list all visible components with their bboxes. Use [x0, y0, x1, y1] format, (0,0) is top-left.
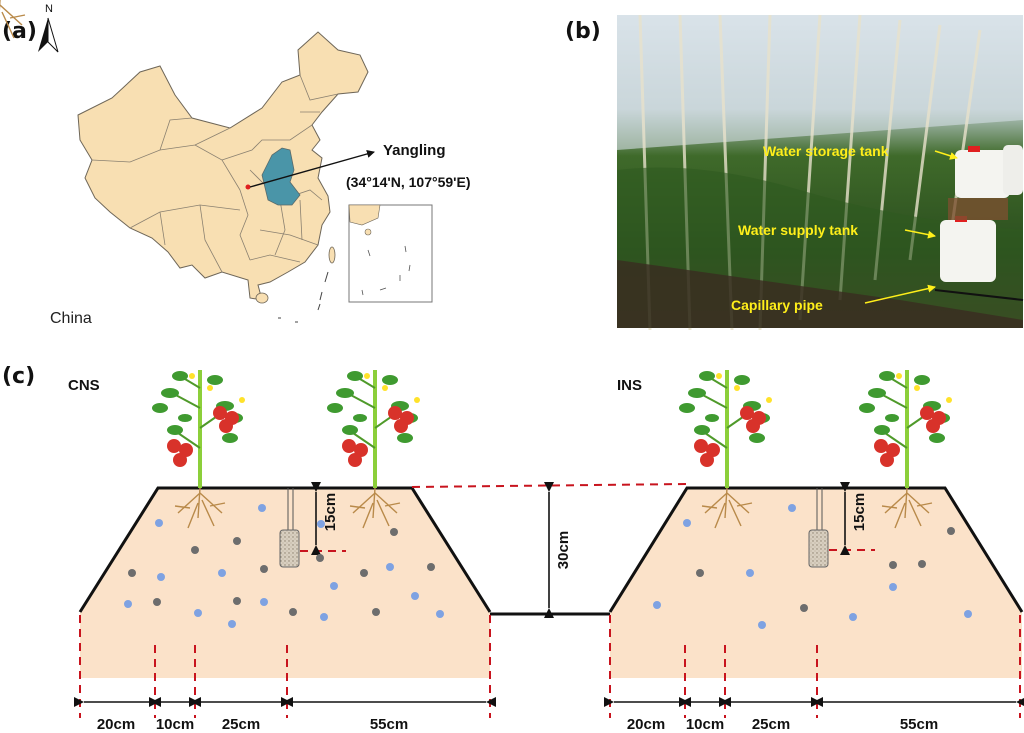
water-supply-tank [940, 220, 996, 282]
width-label-55: 55cm [370, 716, 408, 733]
panel-a: (a) N Yangling (34°14'N, 107°59'E) China [2, 3, 470, 327]
width-dimensions-ins: 20cm 10cm 25cm 55cm [604, 615, 1024, 733]
yangling-marker [245, 184, 251, 190]
width-label-20: 20cm [627, 716, 665, 733]
width-dimensions-cns: 20cm 10cm 25cm 55cm [74, 615, 496, 733]
water-storage-tank [955, 150, 1010, 198]
width-label-55: 55cm [900, 716, 938, 733]
greenhouse-photo [617, 14, 1024, 331]
blue-particles [124, 504, 972, 629]
north-label: N [45, 3, 53, 15]
system-label-ins: INS [617, 377, 642, 394]
china-map [77, 31, 433, 323]
bed-height-label: 30cm [555, 531, 572, 569]
panel-b: (b) Water storage tank Water supply tank… [565, 14, 1024, 331]
shaanxi-region [261, 147, 301, 206]
bed-height-dimension: 30cm [544, 482, 572, 618]
site-name: Yangling [383, 142, 446, 159]
south-china-sea-inset [348, 204, 433, 303]
width-label-20: 20cm [97, 716, 135, 733]
tomato-plant-icon [0, 0, 26, 39]
panel-c-label: (c) [2, 364, 35, 389]
width-label-25: 25cm [752, 716, 790, 733]
sensor-depth-label-cns: 15cm [322, 493, 339, 531]
width-label-10: 10cm [686, 716, 724, 733]
sensor-depth-label-ins: 15cm [851, 493, 868, 531]
gray-particles [128, 527, 955, 616]
country-label: China [50, 310, 92, 327]
annotation-capillary-pipe: Capillary pipe [731, 297, 823, 313]
sensor-ins: 15cm [808, 482, 875, 568]
panel-b-label: (b) [565, 19, 601, 44]
pointer-arrow [249, 150, 375, 188]
soil-bed-cns [78, 486, 492, 678]
annotation-water-supply-tank: Water supply tank [738, 222, 858, 238]
site-coordinates: (34°14'N, 107°59'E) [346, 174, 470, 190]
tomato-plants [0, 0, 954, 530]
width-label-10: 10cm [156, 716, 194, 733]
system-label-cns: CNS [68, 377, 100, 394]
width-label-25: 25cm [222, 716, 260, 733]
annotation-water-storage-tank: Water storage tank [763, 143, 889, 159]
north-arrow-icon: N [38, 3, 59, 53]
soil-bed-ins [608, 486, 1024, 678]
sensor-cns: 15cm [279, 482, 346, 568]
